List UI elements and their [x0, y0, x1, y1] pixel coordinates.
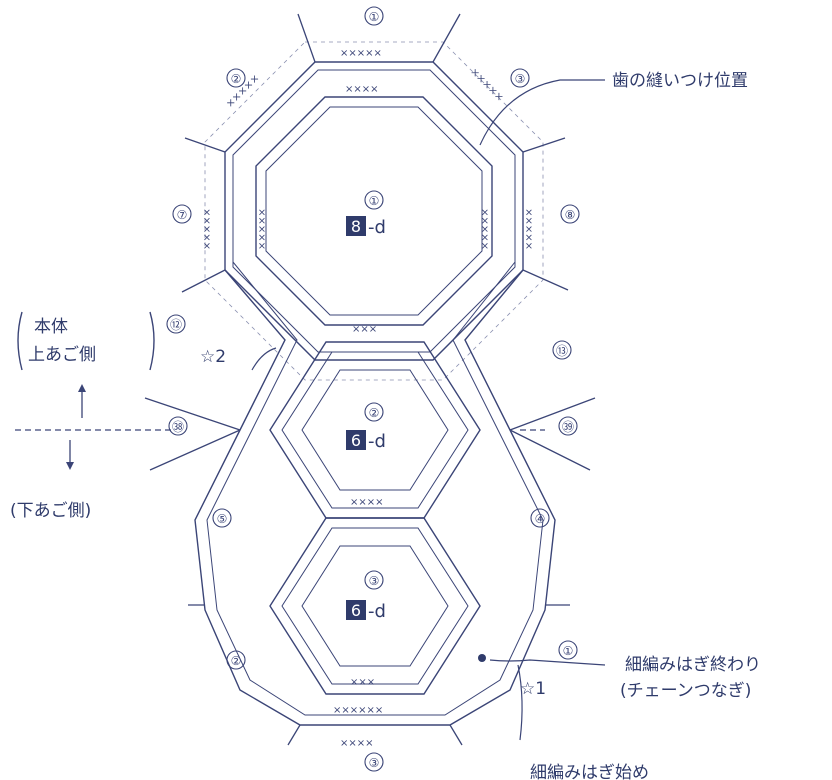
piece-number-2: ②	[369, 406, 380, 420]
edge-number-4: ④	[535, 512, 546, 526]
outer-joining-frame	[194, 261, 556, 726]
piece-badge-1-text: 8	[351, 217, 361, 236]
stitch-run-right: ×××××	[524, 208, 535, 250]
piece-number-1: ①	[369, 194, 380, 208]
edge-number-13: ⑬	[556, 344, 568, 358]
edge-number-bottom-left: ②	[231, 654, 242, 668]
join-end-label-line2: (チェーンつなぎ)	[620, 681, 751, 701]
teeth-position-label: 歯の縫いつけ位置	[612, 71, 748, 91]
edge-number-right: ⑧	[565, 208, 576, 222]
body-label-line1: 本体	[34, 317, 68, 337]
join-end-label-line1: 細編みはぎ終わり	[625, 655, 761, 675]
piece-suffix-1: -d	[368, 217, 386, 238]
edge-number-39: ㊴	[562, 420, 574, 434]
piece-suffix-2: -d	[368, 431, 386, 452]
piece-suffix-3: -d	[368, 601, 386, 622]
stitch-run-bottom: ××××××	[333, 705, 383, 716]
stitch-run-mid: ×××	[352, 324, 377, 335]
up-arrow-icon	[78, 384, 86, 418]
down-arrow-icon	[66, 440, 74, 470]
piece-label-3: ③ 6 -d	[346, 570, 386, 622]
piece-badge-2	[346, 430, 366, 450]
stitch-run-upper-right: ×××××	[468, 66, 505, 103]
leader-lines	[251, 79, 606, 741]
stitch-run-inner-top: ××××	[345, 84, 379, 95]
body-label-right-bracket	[149, 311, 155, 371]
edge-number-bottom-right: ①	[563, 644, 574, 658]
piece-label-1: ① 8 -d	[346, 190, 386, 238]
lower-jaw-side-label: (下あご側)	[10, 501, 91, 521]
stitch-run-bottom-inner: ×××	[350, 677, 375, 688]
edge-number-labels: ① ② ③ ⑦ ⑧ ⑫ ⑬ ㊳ ㊴ ⑤ ④ ② ① ③	[166, 6, 580, 772]
edge-number-upper-left: ②	[231, 72, 242, 86]
piece-badge-3	[346, 600, 366, 620]
edge-number-left: ⑦	[177, 208, 188, 222]
radial-join-lines	[144, 13, 596, 746]
hexagon-piece-2	[269, 341, 481, 519]
stitch-run-top: ×××××	[340, 48, 382, 59]
edge-number-5: ⑤	[217, 512, 228, 526]
stitch-run-base: ××××	[340, 738, 374, 749]
stitch-symbols: ××××× ×××× ××× ×××× ××× ×××××× ×××× ××××…	[202, 48, 535, 749]
piece-badge-1	[346, 216, 366, 236]
hexagon-piece-3	[269, 517, 481, 695]
piece-label-2: ② 6 -d	[346, 402, 386, 452]
stitch-run-lower: ××××	[350, 497, 384, 508]
star2-label: ☆2	[200, 347, 226, 367]
body-label-line2: 上あご側	[28, 345, 96, 365]
edge-number-bottom: ③	[369, 756, 380, 770]
body-label-left-bracket	[17, 311, 23, 371]
piece-badge-2-text: 6	[351, 431, 361, 450]
edge-number-38: ㊳	[172, 420, 184, 434]
stitch-run-right-inner: ×××××	[480, 208, 491, 250]
edge-number-12: ⑫	[170, 318, 182, 332]
stitch-run-left-inner: ×××××	[257, 208, 268, 250]
edge-number-top: ①	[369, 10, 380, 24]
star1-label: ☆1	[520, 679, 546, 699]
piece-badge-3-text: 6	[351, 601, 361, 620]
edge-number-upper-right: ③	[515, 72, 526, 86]
join-end-dot	[478, 654, 486, 662]
join-start-label: 細編みはぎ始め	[530, 763, 649, 780]
stitch-run-left: ×××××	[202, 208, 213, 250]
piece-number-3: ③	[369, 574, 380, 588]
octagon-piece-1	[204, 41, 544, 381]
